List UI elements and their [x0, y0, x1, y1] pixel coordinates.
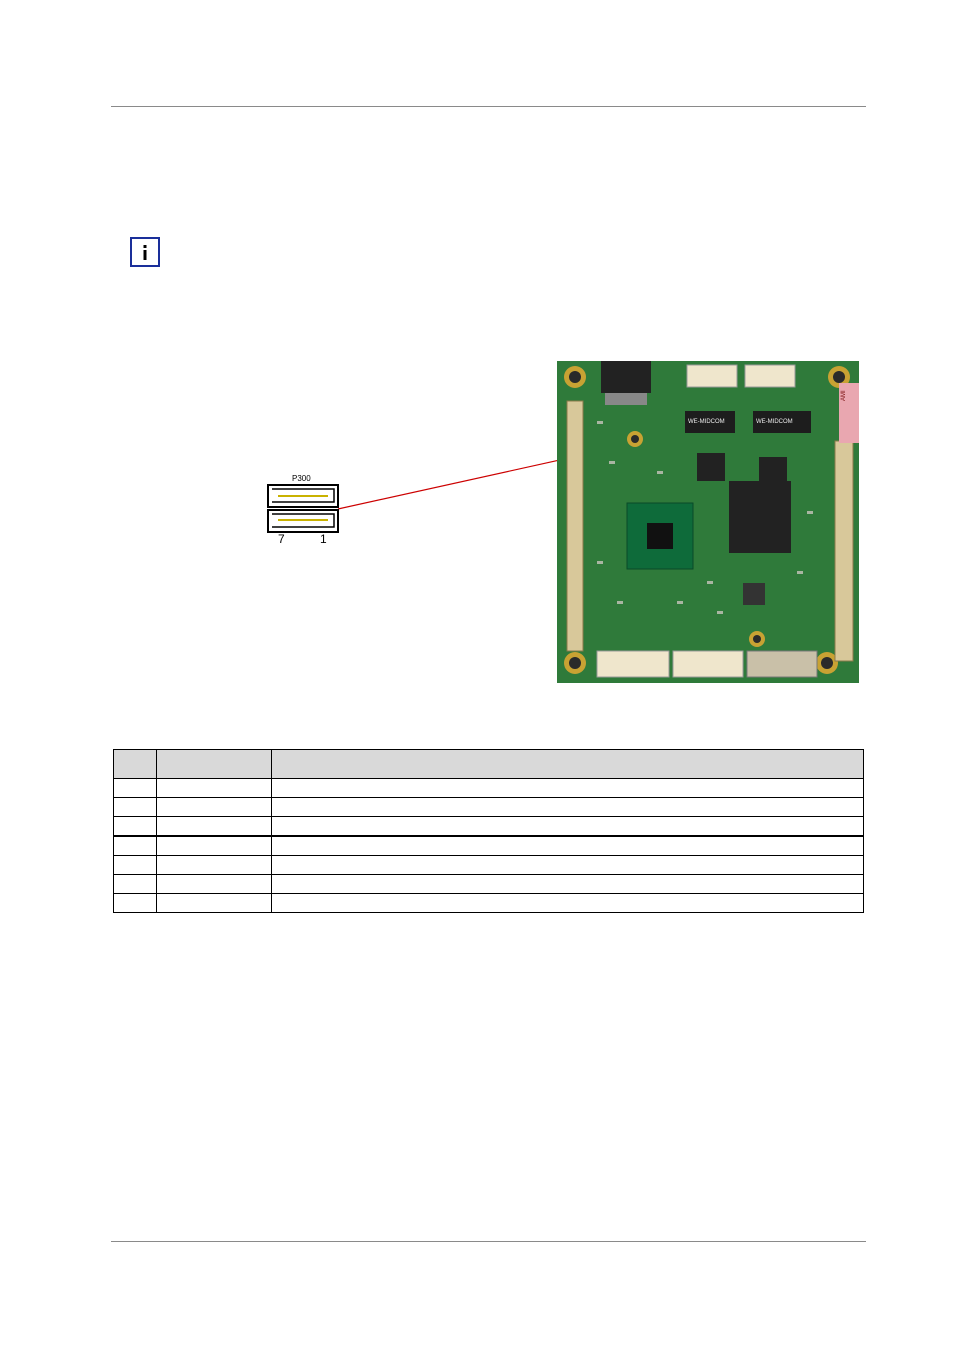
table-cell	[156, 855, 272, 875]
table-row	[113, 816, 864, 837]
connector-diagram: P300 7 1	[262, 474, 347, 548]
header-rule	[111, 106, 866, 107]
table-cell	[113, 855, 157, 875]
inductor-label-2: WE-MIDCOM	[756, 419, 793, 425]
table-cell	[156, 816, 272, 837]
table-cell	[113, 816, 157, 837]
table-cell	[113, 778, 157, 798]
table-row	[113, 778, 864, 798]
table-cell	[271, 778, 864, 798]
table-cell	[271, 835, 864, 856]
bios-label: AMI	[841, 390, 847, 401]
table-cell	[156, 893, 272, 913]
table-cell	[156, 797, 272, 817]
table-cell	[271, 874, 864, 894]
table-cell	[156, 778, 272, 798]
header-cell-signal	[156, 749, 272, 779]
table-cell	[113, 797, 157, 817]
table-cell	[271, 855, 864, 875]
table-cell	[156, 835, 272, 856]
header-cell-pin	[113, 749, 157, 779]
table-cell	[156, 874, 272, 894]
header-cell-description	[271, 749, 864, 779]
table-cell	[113, 835, 157, 856]
connector-name: P300	[292, 474, 311, 483]
table-header-row	[113, 749, 864, 779]
table-cell	[113, 893, 157, 913]
table-cell	[271, 797, 864, 817]
inductor-label-1: WE-MIDCOM	[688, 419, 725, 425]
table-row	[113, 893, 864, 913]
table-row	[113, 797, 864, 817]
board-photo: WE-MIDCOM WE-MIDCOM AMI	[557, 361, 859, 683]
info-icon	[130, 237, 160, 267]
connector-pin-last: 1	[320, 532, 327, 546]
pin-assignment-table	[113, 749, 864, 913]
table-cell	[113, 874, 157, 894]
footer-rule	[111, 1241, 866, 1242]
table-cell	[271, 893, 864, 913]
table-row	[113, 874, 864, 894]
table-cell	[271, 816, 864, 837]
table-row	[113, 855, 864, 875]
table-row	[113, 835, 864, 856]
connector-pin-first: 7	[278, 532, 285, 546]
